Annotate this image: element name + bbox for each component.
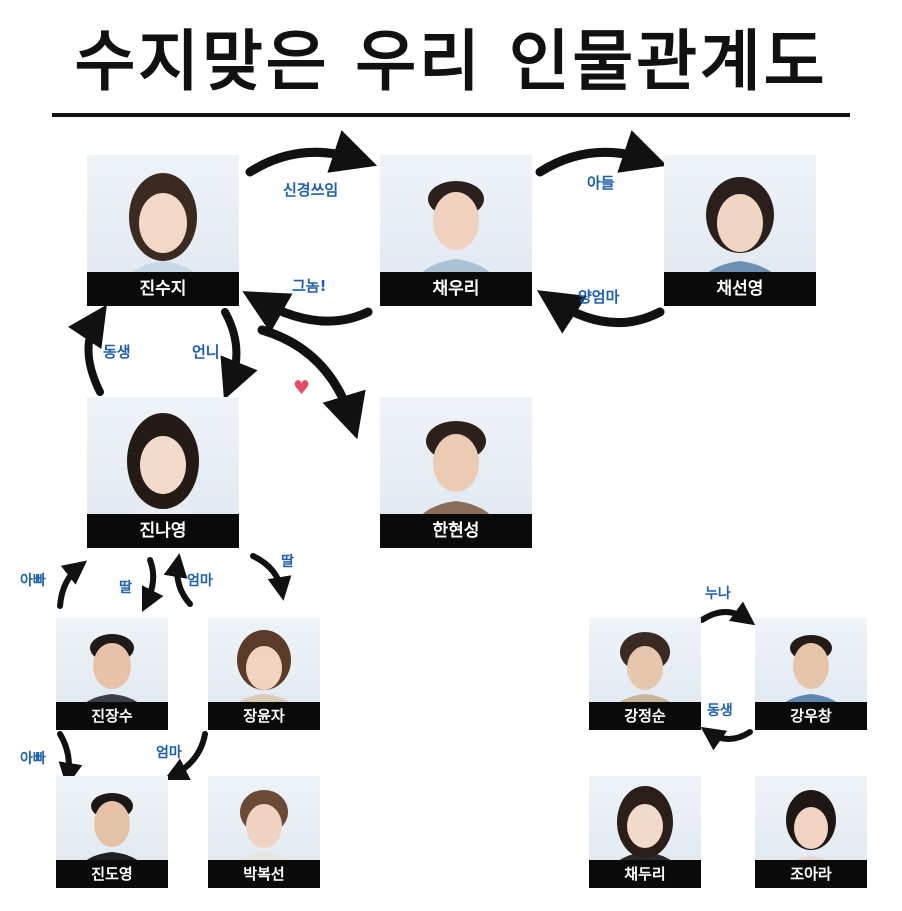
- label-jangsu-to-nayoung: 아빠: [20, 573, 46, 589]
- character-card-kangjeongsun[interactable]: 강정순: [589, 618, 701, 730]
- character-name: 진장수: [56, 702, 168, 730]
- character-name: 조아라: [755, 860, 867, 888]
- label-woochang-to-jeongsun: 동생: [707, 703, 733, 719]
- character-card-jindoyoung[interactable]: 진도영: [56, 776, 168, 888]
- character-card-chaewoori[interactable]: 채우리: [380, 155, 532, 306]
- character-name: 채우리: [380, 272, 532, 306]
- title-divider: [52, 113, 850, 117]
- character-card-joara[interactable]: 조아라: [755, 776, 867, 888]
- character-name: 진나영: [87, 514, 239, 548]
- character-card-jinsuji[interactable]: 진수지: [87, 155, 239, 306]
- arrow-suji-to-hyunseong: [257, 325, 366, 440]
- arrow-suji-to-woori: [245, 130, 378, 177]
- character-name: 채선영: [664, 272, 816, 306]
- arrow-woochang-to-jeongsun: [700, 726, 753, 751]
- label-suji-to-woori: 신경쓰임: [283, 181, 339, 199]
- label-nayoung-to-suji: 동생: [103, 343, 131, 361]
- character-card-hanhyunseong[interactable]: 한현성: [380, 397, 532, 548]
- label-woori-to-seonyoung: 아들: [587, 174, 615, 192]
- arrow-woori-to-suji: [242, 291, 373, 333]
- character-card-jinnayoung[interactable]: 진나영: [87, 397, 239, 548]
- label-yunja-to-doyoung: 엄마: [156, 745, 182, 761]
- label-nayoung-to-jangsu: 딸: [119, 580, 132, 596]
- character-name: 채두리: [589, 860, 701, 888]
- label-suji-to-nayoung: 언니: [192, 343, 220, 361]
- label-woori-to-suji: 그놈!: [292, 277, 327, 295]
- character-name: 진도영: [56, 860, 168, 888]
- character-name: 강정순: [589, 702, 701, 730]
- arrow-nayoung-to-yunja: [250, 553, 292, 601]
- character-card-jinjangsu[interactable]: 진장수: [56, 618, 168, 730]
- character-card-parkbokseon[interactable]: 박복선: [208, 776, 320, 888]
- arrow-nayoung-to-jangsu: [141, 557, 164, 613]
- character-card-jangyunja[interactable]: 장윤자: [208, 618, 320, 730]
- page-title: 수지맞은 우리 인물관계도: [74, 23, 828, 100]
- character-name: 장윤자: [208, 702, 320, 730]
- character-card-chaeduri[interactable]: 채두리: [589, 776, 701, 888]
- arrow-woori-to-seonyoung: [535, 130, 668, 177]
- label-jangsu-to-doyoung: 아빠: [20, 751, 46, 767]
- character-name: 박복선: [208, 860, 320, 888]
- label-yunja-to-nayoung: 엄마: [187, 573, 213, 589]
- character-card-kangwoochang[interactable]: 강우창: [755, 618, 867, 730]
- heart-icon: ♥: [293, 377, 311, 399]
- character-card-chaeseonyoung[interactable]: 채선영: [664, 155, 816, 306]
- arrow-suji-to-nayoung: [220, 308, 258, 400]
- label-nayoung-to-yunja: 딸: [281, 554, 294, 570]
- arrow-jeongsun-to-woochang: [699, 601, 756, 626]
- arrow-nayoung-to-suji: [68, 304, 107, 396]
- character-name: 강우창: [755, 702, 867, 730]
- arrow-jangsu-to-nayoung: [57, 560, 88, 609]
- arrow-jangsu-to-doyoung: [57, 731, 83, 787]
- label-seonyoung-to-woori: 양엄마: [578, 288, 620, 306]
- character-name: 한현성: [380, 514, 532, 548]
- label-jeongsun-to-woochang: 누나: [705, 586, 731, 602]
- character-name: 진수지: [87, 272, 239, 306]
